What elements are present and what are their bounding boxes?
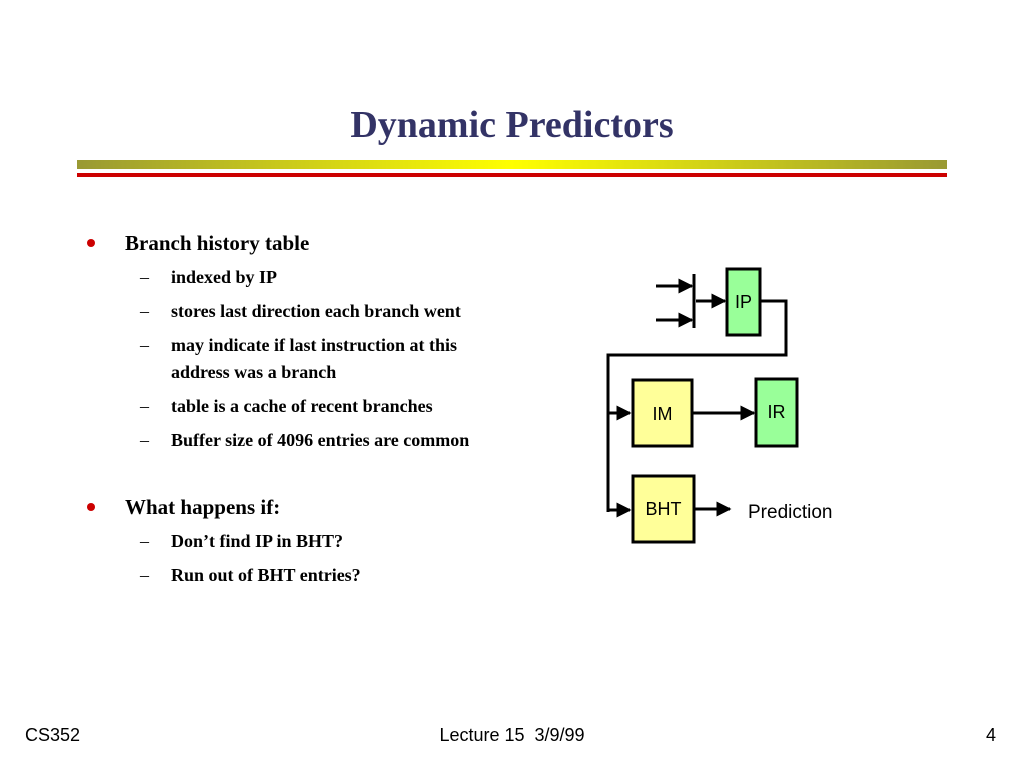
bullet-branch-history-table: Branch history table (85, 228, 515, 258)
bullet-what-happens-if: What happens if: (85, 492, 515, 522)
sub-item-text: may indicate if last instruction at this… (171, 335, 457, 382)
bullet-label: What happens if: (125, 495, 281, 519)
footer-page-number: 4 (985, 725, 996, 745)
footer-lecture: Lecture 15 3/9/99 (439, 725, 585, 745)
sub-list-what-happens: – Don’t find IP in BHT? – Run out of BHT e… (85, 528, 515, 589)
bht-block (631, 474, 696, 544)
title-rule-gradient (77, 160, 947, 169)
sub-item-text: Buffer size of 4096 entries are common (171, 430, 470, 450)
dash-icon: – (140, 301, 149, 321)
title-rule (77, 160, 947, 177)
ip-register-label: IP (735, 292, 752, 312)
sub-item-text: indexed by IP (171, 267, 278, 287)
sub-item-text: stores last direction each branch went (171, 301, 461, 321)
dash-icon: – (140, 267, 149, 287)
bullet-dot-icon (87, 239, 95, 247)
ir-register-label: IR (768, 402, 786, 422)
sub-item: – indexed by IP (85, 264, 501, 291)
sub-item: – stores last direction each branch went (85, 298, 501, 325)
sub-item: – Run out of BHT entries? (85, 562, 501, 589)
footer-course: CS352 (25, 725, 81, 745)
bullet-dot-icon (87, 503, 95, 511)
sub-item-text: table is a cache of recent branches (171, 396, 433, 416)
ip-output-wire (606, 299, 788, 512)
sub-item-text: Run out of BHT entries? (171, 565, 361, 585)
prediction-label: Prediction (748, 502, 833, 523)
bullet-list: Branch history table – indexed by IP – sto… (85, 228, 515, 596)
dash-icon: – (140, 396, 149, 416)
sub-list-branch-history: – indexed by IP – stores last direction ea… (85, 264, 515, 454)
ip-register (725, 267, 762, 337)
im-block-label: IM (653, 404, 673, 424)
title-rule-red (77, 173, 947, 177)
slide-title: Dynamic Predictors (350, 104, 674, 146)
sub-item-text: Don’t find IP in BHT? (171, 531, 344, 551)
dash-icon: – (140, 565, 149, 585)
sub-item: – Buffer size of 4096 entries are common (85, 427, 481, 454)
sub-item: – Don’t find IP in BHT? (85, 528, 501, 555)
sub-item: – table is a cache of recent branches (85, 393, 471, 420)
im-block (631, 378, 694, 448)
bullet-label: Branch history table (125, 231, 310, 255)
bht-block-label: BHT (646, 499, 682, 519)
dash-icon: – (140, 335, 149, 355)
sub-item: – may indicate if last instruction at thi… (85, 332, 501, 386)
ir-register (754, 377, 799, 448)
dash-icon: – (140, 531, 149, 551)
dash-icon: – (140, 430, 149, 450)
